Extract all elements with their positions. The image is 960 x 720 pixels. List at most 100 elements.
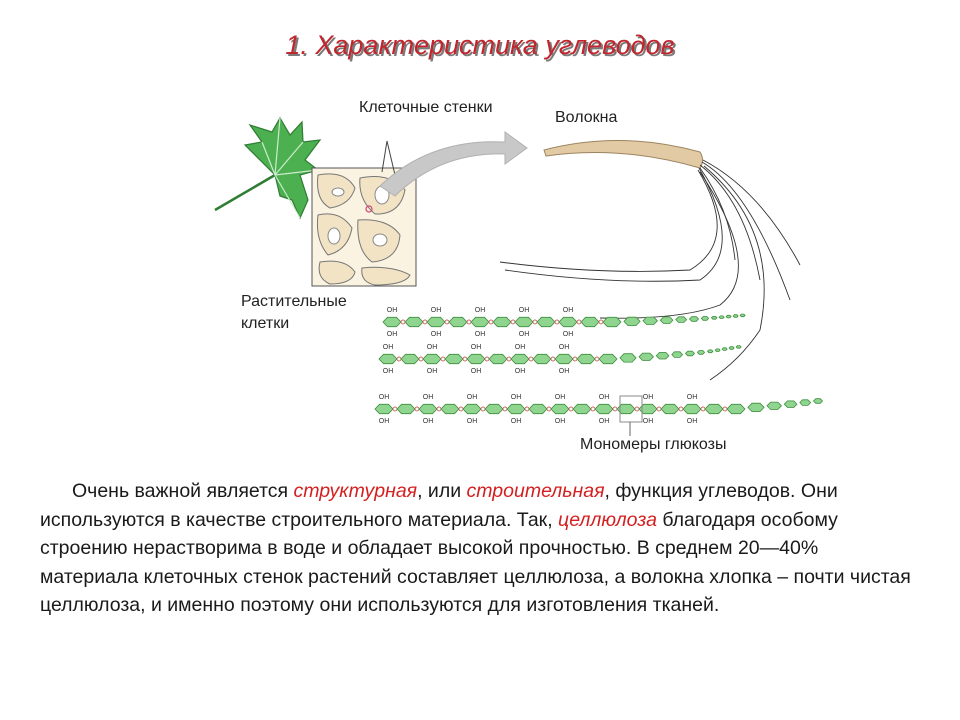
oxygen-atom	[722, 406, 728, 412]
glucose-unit	[550, 403, 570, 415]
glucose-unit	[510, 353, 530, 365]
label-monomers: Мономеры глюкозы	[580, 436, 727, 453]
hydroxyl-label: OH	[599, 394, 610, 401]
glucose-unit	[378, 353, 398, 365]
hydroxyl-label: OH	[427, 368, 438, 375]
oxygen-atom	[572, 356, 578, 362]
glucose-unit	[766, 401, 782, 410]
glucose-unit	[725, 314, 732, 319]
hydroxyl-label: OH	[387, 307, 398, 314]
hydroxyl-label: OH	[475, 307, 486, 314]
glucose-unit	[682, 403, 702, 415]
glucose-unit	[747, 402, 765, 413]
glucose-unit	[488, 353, 508, 365]
glucose-unit	[448, 316, 468, 328]
highlight-structural: структурная	[293, 480, 418, 502]
label-cell-walls: Клеточные стенки	[359, 99, 493, 116]
glucose-unit	[704, 403, 724, 415]
highlight-building: строительная	[466, 480, 605, 502]
glucose-unit	[671, 351, 684, 358]
hydroxyl-label: OH	[643, 418, 654, 425]
hydroxyl-label: OH	[379, 394, 390, 401]
oxygen-atom	[594, 356, 600, 362]
hydroxyl-label: OH	[599, 418, 610, 425]
glucose-unit	[404, 316, 424, 328]
hydroxyl-label: OH	[423, 394, 434, 401]
glucose-unit	[619, 353, 637, 363]
oxygen-atom	[678, 406, 684, 412]
glucose-chains: OH OH OH OH OH OH OH OH OH OH OH OH OH OH OH OH OH OH OH OH…	[374, 307, 824, 425]
glucose-unit	[659, 316, 674, 324]
hydroxyl-label: OH	[519, 307, 530, 314]
oxygen-atom	[550, 356, 556, 362]
hydroxyl-label: OH	[555, 394, 566, 401]
oxygen-atom	[488, 319, 494, 325]
glucose-unit	[714, 348, 721, 352]
glucose-unit	[602, 316, 622, 328]
oxygen-atom	[444, 319, 450, 325]
oxygen-atom	[700, 406, 706, 412]
hydroxyl-label: OH	[379, 418, 390, 425]
hydroxyl-label: OH	[431, 307, 442, 314]
hydroxyl-label: OH	[423, 418, 434, 425]
oxygen-atom	[510, 319, 516, 325]
glucose-unit	[728, 346, 735, 350]
page-title: 1. Характеристика углеводов	[285, 30, 675, 60]
monomer-highlight	[619, 395, 643, 423]
oxygen-atom	[546, 406, 552, 412]
hydroxyl-label: OH	[643, 394, 654, 401]
text-segment: , или	[417, 480, 467, 502]
glucose-unit	[462, 403, 482, 415]
glucose-unit	[558, 316, 578, 328]
leaf-icon	[214, 116, 322, 220]
hydroxyl-label: OH	[559, 368, 570, 375]
oxygen-atom	[568, 406, 574, 412]
label-fibers: Волокна	[555, 109, 618, 126]
oxygen-atom	[656, 406, 662, 412]
oxygen-atom	[506, 356, 512, 362]
glucose-unit	[470, 316, 490, 328]
hydroxyl-label: OH	[387, 331, 398, 338]
glucose-unit	[484, 403, 504, 415]
hydroxyl-label: OH	[563, 307, 574, 314]
glucose-unit	[696, 350, 706, 355]
glucose-unit	[492, 316, 512, 328]
glucose-unit	[616, 403, 636, 415]
text-segment: Очень важной является	[72, 480, 294, 502]
glucose-unit	[444, 353, 464, 365]
glucose-unit	[426, 316, 446, 328]
glucose-unit	[576, 353, 596, 365]
hydroxyl-label: OH	[515, 344, 526, 351]
hydroxyl-label: OH	[471, 344, 482, 351]
glucose-unit	[554, 353, 574, 365]
text-segment: , функция углеводов. Они используются в …	[40, 480, 838, 531]
glucose-unit	[675, 316, 688, 323]
glucose-unit	[374, 403, 394, 415]
hydroxyl-label: OH	[467, 394, 478, 401]
glucose-unit	[598, 353, 618, 365]
hydroxyl-label: OH	[511, 418, 522, 425]
hydroxyl-label: OH	[515, 368, 526, 375]
glucose-unit	[660, 403, 680, 415]
glucose-unit	[638, 403, 658, 415]
hydroxyl-label: OH	[427, 344, 438, 351]
oxygen-atom	[502, 406, 508, 412]
oxygen-atom	[466, 319, 472, 325]
highlight-cellulose: целлюлоза	[558, 508, 657, 531]
hydroxyl-label: OH	[383, 368, 394, 375]
glucose-unit	[700, 316, 710, 321]
glucose-unit	[718, 315, 725, 319]
hydroxyl-label: OH	[519, 331, 530, 338]
oxygen-atom	[554, 319, 560, 325]
oxygen-atom	[612, 406, 618, 412]
oxygen-atom	[462, 356, 468, 362]
glucose-unit	[418, 403, 438, 415]
cellulose-figure: OH OH OH OH OH OH OH OH OH OH OH OH OH OH OH OH OH OH OH OH…	[214, 116, 824, 436]
glucose-unit	[466, 353, 486, 365]
glucose-unit	[536, 316, 556, 328]
glucose-unit	[655, 351, 670, 360]
oxygen-atom	[422, 319, 428, 325]
oxygen-atom	[458, 406, 464, 412]
glucose-unit	[735, 345, 742, 349]
glucose-unit	[422, 353, 442, 365]
